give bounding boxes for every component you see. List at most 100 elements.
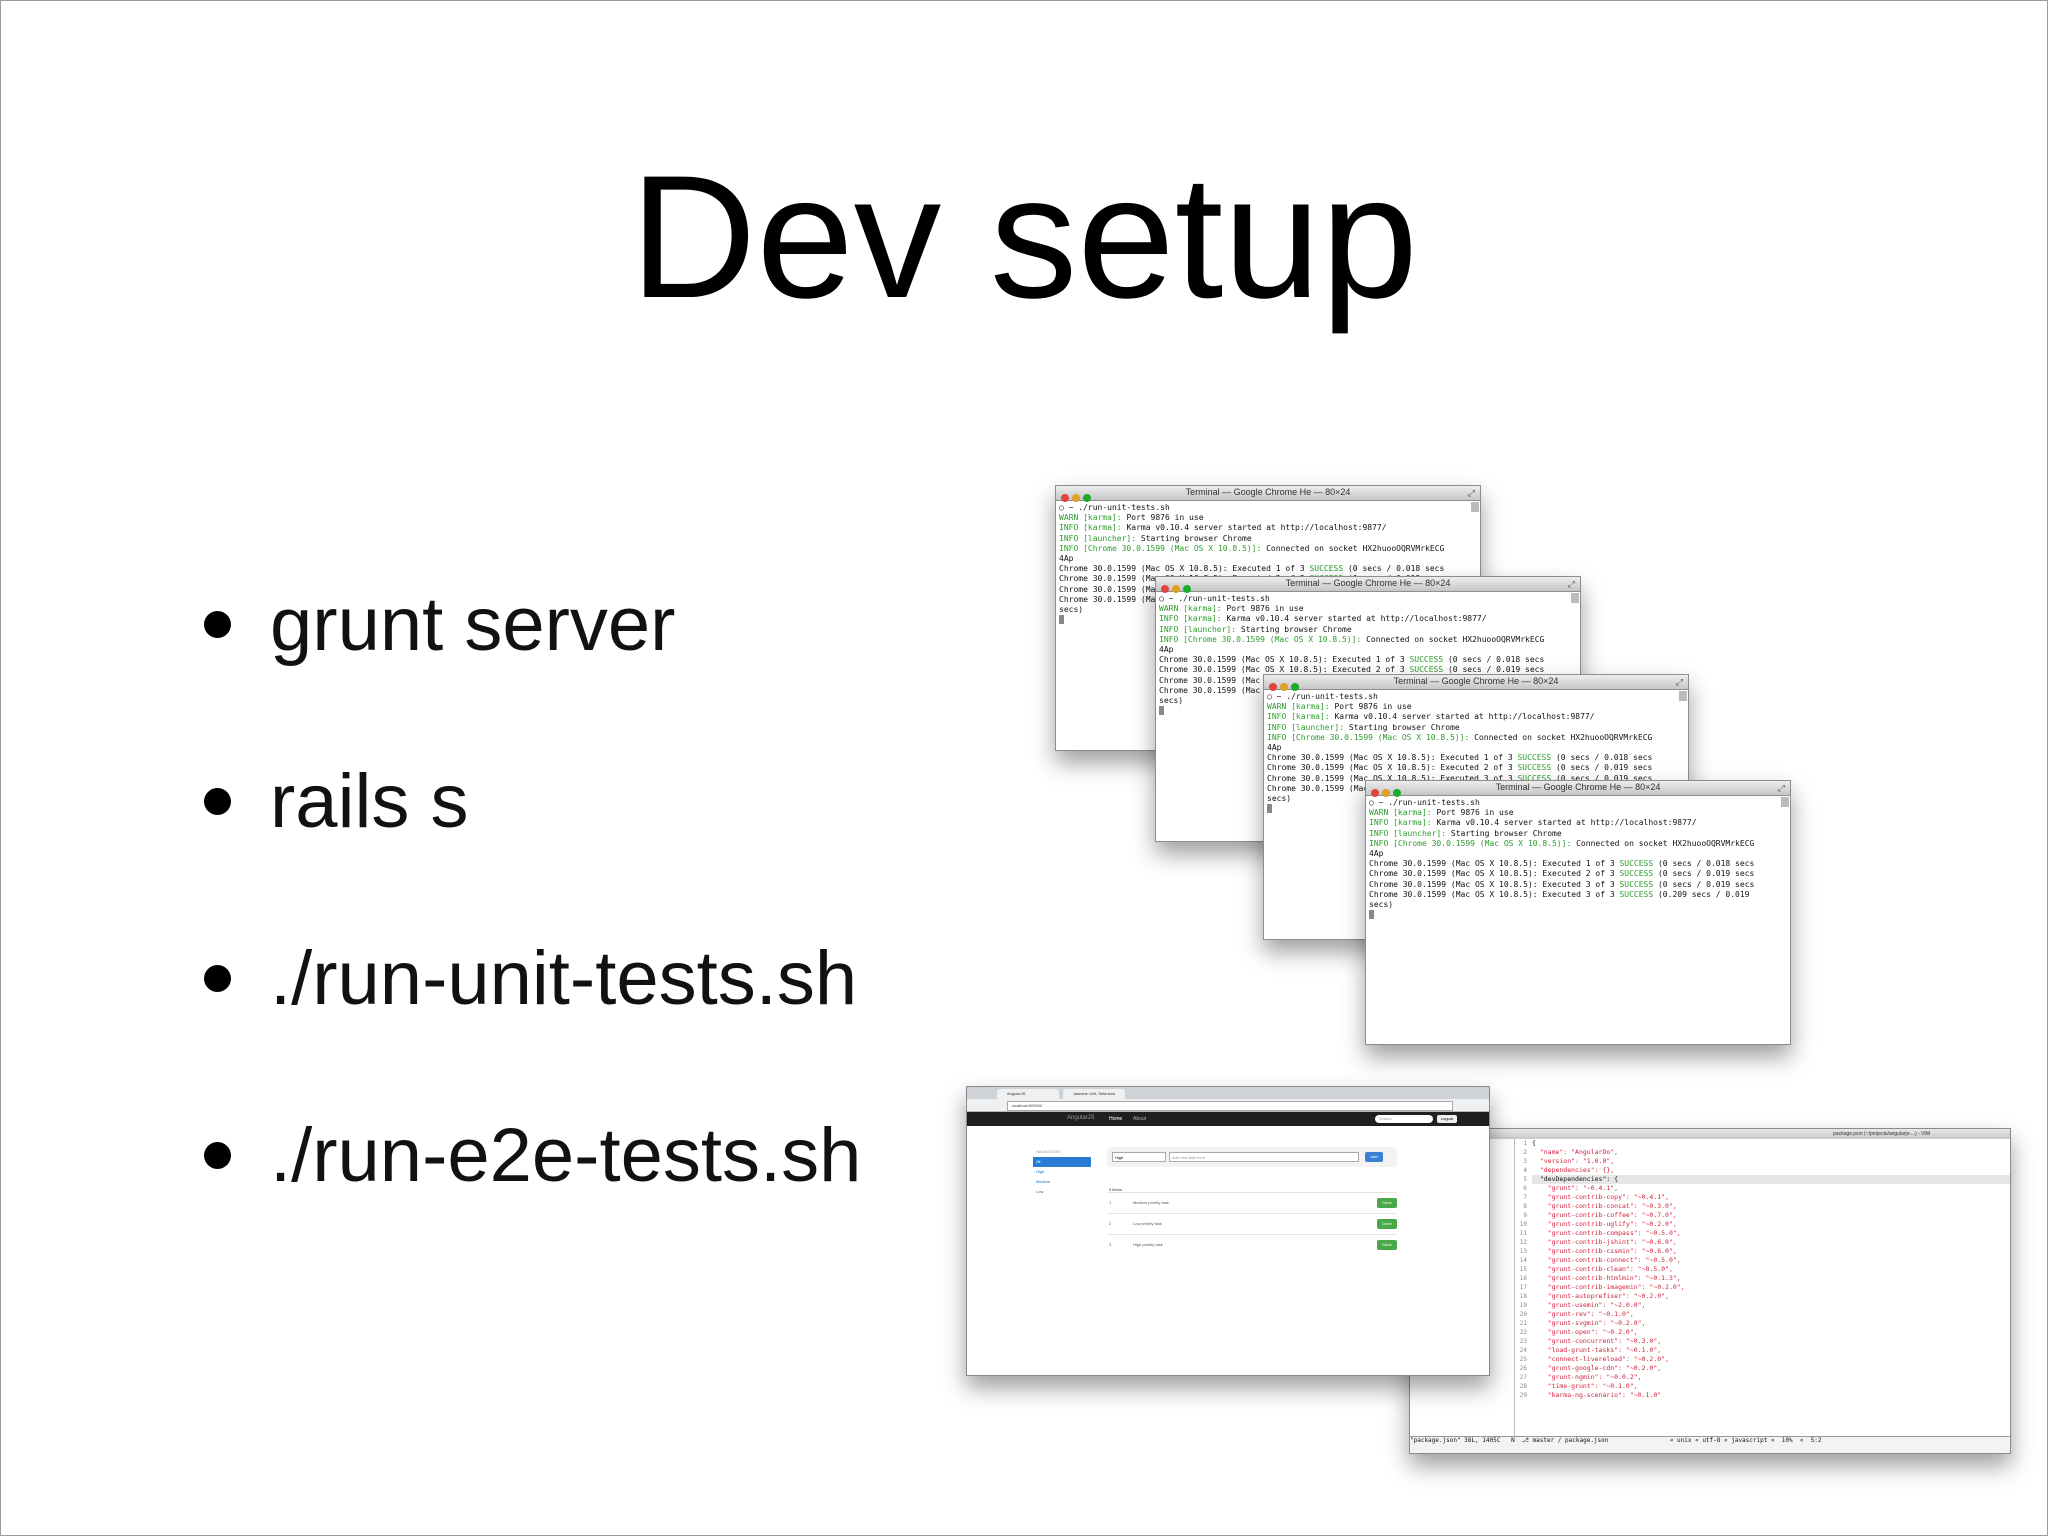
terminal-line: INFO [launcher]: Starting browser Chrome (1369, 829, 1780, 839)
status-branch: N ⎇ master / package.json (1511, 1437, 1609, 1444)
terminal-window-4[interactable]: Terminal — Google Chrome He — 80×24 ⤢ ○ … (1365, 780, 1791, 1045)
browser-tab[interactable]: AngularJS (997, 1089, 1059, 1099)
terminal-titlebar[interactable]: Terminal — Google Chrome He — 80×24 ⤢ (1156, 577, 1580, 593)
minimize-button[interactable] (1072, 494, 1080, 502)
scrollbar[interactable] (1471, 502, 1479, 512)
code-string: "load-grunt-tasks": "~0.1.0", (1547, 1346, 1662, 1354)
fullscreen-icon[interactable]: ⤢ (1675, 677, 1683, 687)
brand-logo[interactable]: AngularJS (1067, 1115, 1095, 1121)
code-plain: { (1532, 1139, 1536, 1147)
close-button[interactable] (1061, 494, 1069, 502)
add-task-button[interactable]: Add (1365, 1152, 1383, 1162)
code-plain (1532, 1382, 1548, 1390)
terminal-line: INFO [Chrome 30.0.1599 (Mac OS X 10.8.5)… (1159, 635, 1570, 645)
minimize-button[interactable] (1382, 789, 1390, 797)
code-line: "grunt-contrib-concat": "~0.3.0", (1532, 1202, 2010, 1211)
sidebar-item[interactable]: Low (1036, 1189, 1044, 1194)
code-string: "grunt-usemin": "~2.0.0", (1547, 1301, 1646, 1309)
scrollbar[interactable] (1571, 593, 1579, 603)
close-button[interactable] (1269, 683, 1277, 691)
fullscreen-icon[interactable]: ⤢ (1567, 579, 1575, 589)
line-number: 5 (1523, 1176, 1527, 1183)
code-string: "version": "1.0.0", (1539, 1157, 1615, 1165)
done-button[interactable]: Done (1377, 1240, 1397, 1250)
priority-select[interactable]: High (1112, 1152, 1166, 1162)
code-string: "grunt-rev": "~0.1.0", (1547, 1310, 1634, 1318)
task-number: 1 (1109, 1200, 1112, 1205)
code-plain (1532, 1166, 1540, 1174)
terminal-titlebar[interactable]: Terminal — Google Chrome He — 80×24 ⤢ (1264, 675, 1688, 691)
app-navbar: AngularJS Home About Search Logout (967, 1112, 1489, 1126)
success-text: SUCCESS (1619, 879, 1654, 889)
vim-editor-window[interactable]: package.json (~/projects/angularjs-...) … (1409, 1128, 2011, 1454)
search-input[interactable]: Search (1375, 1115, 1433, 1123)
browser-window[interactable]: AngularJS Jasmine Unit, Selenium localho… (966, 1086, 1490, 1376)
close-button[interactable] (1161, 585, 1169, 593)
new-task-input[interactable]: Add new task here (1169, 1152, 1359, 1162)
log-text: Starting browser Chrome (1446, 828, 1562, 838)
done-button[interactable]: Done (1377, 1198, 1397, 1208)
code-plain (1532, 1184, 1548, 1192)
code-plain (1532, 1247, 1548, 1255)
browser-tab[interactable]: Jasmine Unit, Selenium (1063, 1089, 1125, 1099)
task-name: High priority task (1133, 1242, 1163, 1247)
log-text: Karma v0.10.4 server started at http://l… (1329, 712, 1595, 722)
terminal-line: Chrome 30.0.1599 (Mac OS X 10.8.5): Exec… (1267, 774, 1678, 784)
address-bar[interactable]: localhost:9000/#/ (1007, 1101, 1453, 1111)
zoom-button[interactable] (1083, 494, 1091, 502)
code-line: "karma-ng-scenario": "~0.1.0" (1532, 1391, 2010, 1400)
zoom-button[interactable] (1393, 789, 1401, 797)
fullscreen-icon[interactable]: ⤢ (1467, 488, 1475, 498)
log-text: Karma v0.10.4 server started at http://l… (1431, 818, 1697, 828)
terminal-titlebar[interactable]: Terminal — Google Chrome He — 80×24 ⤢ (1056, 486, 1480, 502)
code-line: "devDependencies": { (1532, 1175, 2010, 1184)
log-level: INFO [launcher]: (1267, 722, 1345, 732)
task-number: 3 (1109, 1242, 1112, 1247)
nav-home-link[interactable]: Home (1109, 1116, 1123, 1122)
success-text: SUCCESS (1517, 773, 1552, 783)
logout-button[interactable]: Logout (1437, 1115, 1457, 1123)
code-line: "version": "1.0.0", (1532, 1157, 2010, 1166)
window-controls[interactable] (1161, 580, 1194, 598)
code-line: "connect-livereload": "~0.2.0", (1532, 1355, 2010, 1364)
done-button[interactable]: Done (1377, 1219, 1397, 1229)
scrollbar[interactable] (1781, 797, 1789, 807)
code-string: "grunt-contrib-coffee": "~0.7.0", (1547, 1211, 1677, 1219)
log-text: secs) (1267, 794, 1292, 804)
terminal-cursor (1267, 804, 1272, 814)
log-text: Chrome 30.0.1599 (Mac OS X 10.8.5): Exec… (1369, 889, 1620, 899)
sidebar-item[interactable]: All (1033, 1157, 1091, 1167)
minimize-button[interactable] (1172, 585, 1180, 593)
bullet-dot (204, 1142, 231, 1169)
sidebar-item[interactable]: High (1036, 1169, 1045, 1174)
close-button[interactable] (1371, 789, 1379, 797)
terminal-line: INFO [launcher]: Starting browser Chrome (1159, 625, 1570, 635)
sidebar-item[interactable]: Medium (1036, 1179, 1051, 1184)
code-line: "grunt-contrib-copy": "~0.4.1", (1532, 1193, 2010, 1202)
line-number: 1 (1523, 1140, 1527, 1147)
code-area[interactable]: { "name": "AngularDo", "version": "1.0.0… (1532, 1139, 2010, 1437)
nav-about-link[interactable]: About (1133, 1116, 1147, 1122)
code-string: "grunt-contrib-uglify": "~0.2.0", (1547, 1220, 1677, 1228)
window-controls[interactable] (1061, 489, 1094, 507)
log-text: secs) (1369, 900, 1394, 910)
scrollbar[interactable] (1679, 691, 1687, 701)
browser-tabstrip[interactable]: AngularJS Jasmine Unit, Selenium (967, 1087, 1489, 1099)
log-text: 4Ap (1267, 743, 1282, 753)
window-controls[interactable] (1371, 784, 1404, 802)
zoom-button[interactable] (1183, 585, 1191, 593)
minimize-button[interactable] (1280, 683, 1288, 691)
terminal-titlebar[interactable]: Terminal — Google Chrome He — 80×24 ⤢ (1366, 781, 1790, 797)
log-text: ○ ~ ./run-unit-tests.sh (1159, 594, 1270, 603)
zoom-button[interactable] (1291, 683, 1299, 691)
window-controls[interactable] (1269, 678, 1302, 696)
line-number: 14 (1519, 1257, 1527, 1264)
code-string: "grunt-contrib-concat": "~0.3.0", (1547, 1202, 1677, 1210)
success-text: SUCCESS (1517, 763, 1552, 773)
code-plain: "devDependencies": { (1532, 1175, 1619, 1183)
code-line: "grunt-contrib-cssmin": "~0.6.0", (1532, 1247, 2010, 1256)
fullscreen-icon[interactable]: ⤢ (1777, 783, 1785, 793)
